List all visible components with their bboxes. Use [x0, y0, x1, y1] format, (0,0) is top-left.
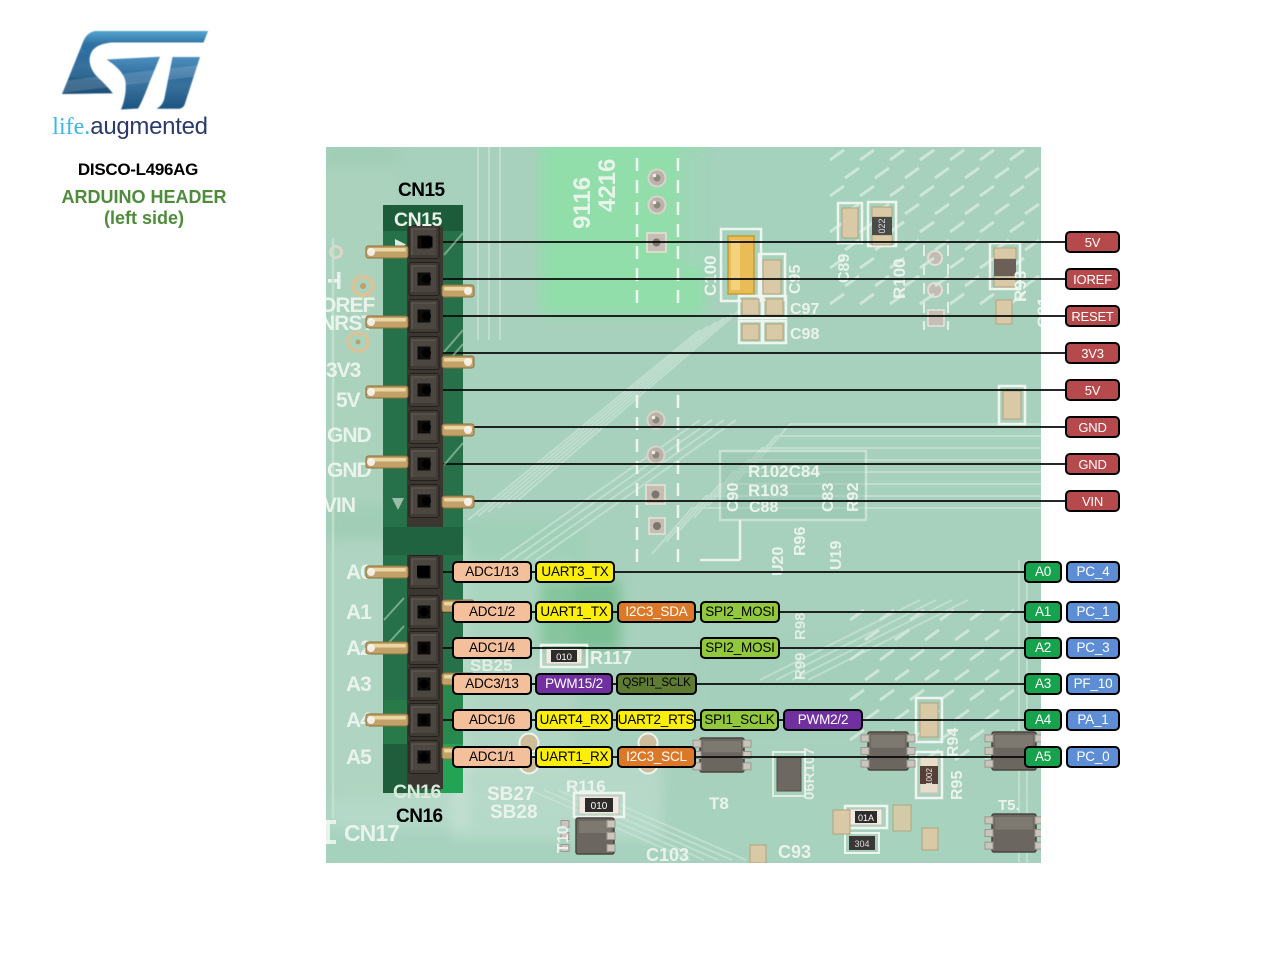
- svg-text:010: 010: [591, 801, 608, 812]
- svg-text:C97: C97: [790, 301, 819, 318]
- svg-text:U20: U20: [770, 547, 787, 576]
- svg-text:C81: C81: [1034, 297, 1053, 328]
- svg-text:OREF: OREF: [320, 294, 376, 317]
- svg-text:GND: GND: [327, 459, 372, 482]
- svg-text:T5.: T5.: [998, 797, 1020, 814]
- svg-text:C103: C103: [646, 845, 689, 865]
- svg-text:R95: R95: [949, 771, 966, 800]
- svg-text:010: 010: [556, 652, 572, 663]
- svg-text:4216: 4216: [594, 159, 621, 212]
- svg-text:A2: A2: [346, 637, 371, 660]
- svg-text:R102C84: R102C84: [748, 462, 820, 481]
- svg-text:C93: C93: [778, 842, 811, 862]
- svg-text:01A: 01A: [858, 813, 874, 823]
- svg-text:304: 304: [854, 839, 869, 849]
- svg-text:5V: 5V: [336, 389, 361, 412]
- svg-text:SB27: SB27: [487, 784, 535, 805]
- svg-text:R116: R116: [566, 777, 606, 796]
- svg-text:A0: A0: [346, 561, 371, 584]
- svg-text:06R107: 06R107: [801, 747, 818, 800]
- svg-text:SB25: SB25: [470, 656, 513, 675]
- svg-text:NRST: NRST: [320, 312, 374, 335]
- svg-text:GND: GND: [327, 424, 372, 447]
- svg-text:R99: R99: [792, 652, 809, 680]
- svg-text:R92: R92: [845, 483, 862, 512]
- svg-text:022: 022: [877, 218, 887, 233]
- svg-text:SB28: SB28: [490, 802, 538, 823]
- svg-text:1002: 1002: [925, 768, 934, 786]
- svg-text:9116: 9116: [569, 177, 596, 229]
- svg-text:R93: R93: [1011, 271, 1030, 302]
- svg-text:C89: C89: [836, 254, 853, 283]
- svg-text:A1: A1: [346, 601, 372, 624]
- svg-text:VIN: VIN: [323, 494, 355, 517]
- svg-text:-3V3: -3V3: [320, 359, 361, 382]
- svg-text:R98: R98: [792, 612, 809, 640]
- svg-text:CN17: CN17: [344, 820, 399, 846]
- svg-text:U19: U19: [828, 541, 845, 570]
- svg-text:T10: T10: [555, 825, 572, 853]
- svg-text:R96: R96: [792, 527, 809, 556]
- svg-text:A3: A3: [346, 673, 371, 696]
- svg-text:CN15: CN15: [394, 209, 443, 231]
- svg-text:A5: A5: [346, 746, 372, 769]
- svg-text:C98: C98: [790, 326, 819, 343]
- svg-text:C100: C100: [701, 255, 720, 296]
- svg-text:R103: R103: [748, 481, 789, 500]
- svg-text:CN16: CN16: [393, 781, 442, 803]
- svg-text:R94: R94: [945, 728, 962, 757]
- svg-text:R117: R117: [590, 648, 632, 668]
- svg-text:C88: C88: [749, 499, 778, 516]
- svg-text:C90: C90: [725, 483, 742, 512]
- svg-text:C83: C83: [820, 483, 837, 512]
- svg-text:T8: T8: [709, 794, 729, 813]
